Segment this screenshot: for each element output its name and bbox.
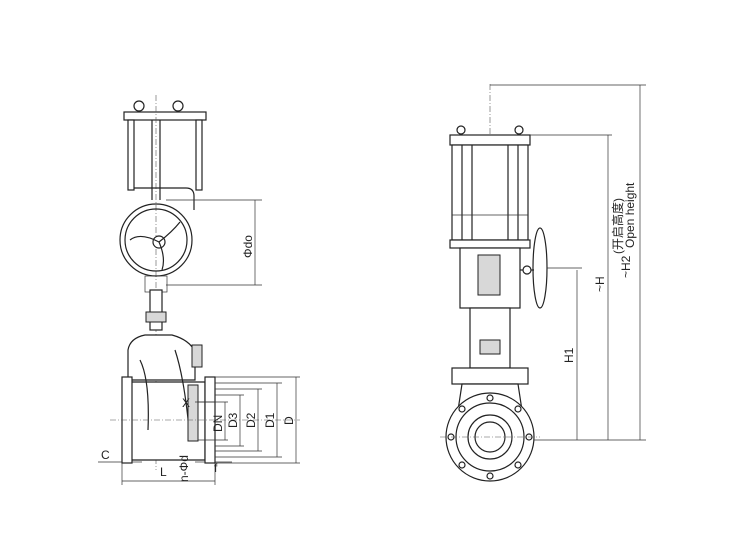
side-view: H1 ~H ~H2 (开启高度) Open height [440,84,646,482]
label-x: X [182,396,190,410]
label-d2: D2 [244,412,258,428]
label-dn: DN [211,415,225,432]
label-f: f [214,461,218,475]
label-h2: ~H2 [619,255,633,278]
front-view: Φdo C L n-Φd f X DN D3 D2 D1 D [98,95,300,485]
side-dimension-lines [490,84,646,441]
dimension-lines [98,199,300,485]
label-h1: H1 [562,347,576,363]
label-h: ~H [593,276,607,292]
label-d: D [282,416,296,425]
label-d1: D1 [263,412,277,428]
stem-and-bonnet [127,289,203,381]
label-nd: n-Φd [177,455,191,482]
label-d3: D3 [226,412,240,428]
label-open-height-cn: (开启高度) [610,198,625,254]
side-body [440,307,540,482]
label-l: L [160,465,167,479]
gear-box [459,227,548,309]
pneumatic-cylinder [449,125,531,249]
handwheel [119,203,193,293]
label-c: C [101,448,110,462]
label-do: Φdo [241,235,255,258]
label-open-height-en: Open height [623,182,637,248]
valve-body [110,349,300,464]
